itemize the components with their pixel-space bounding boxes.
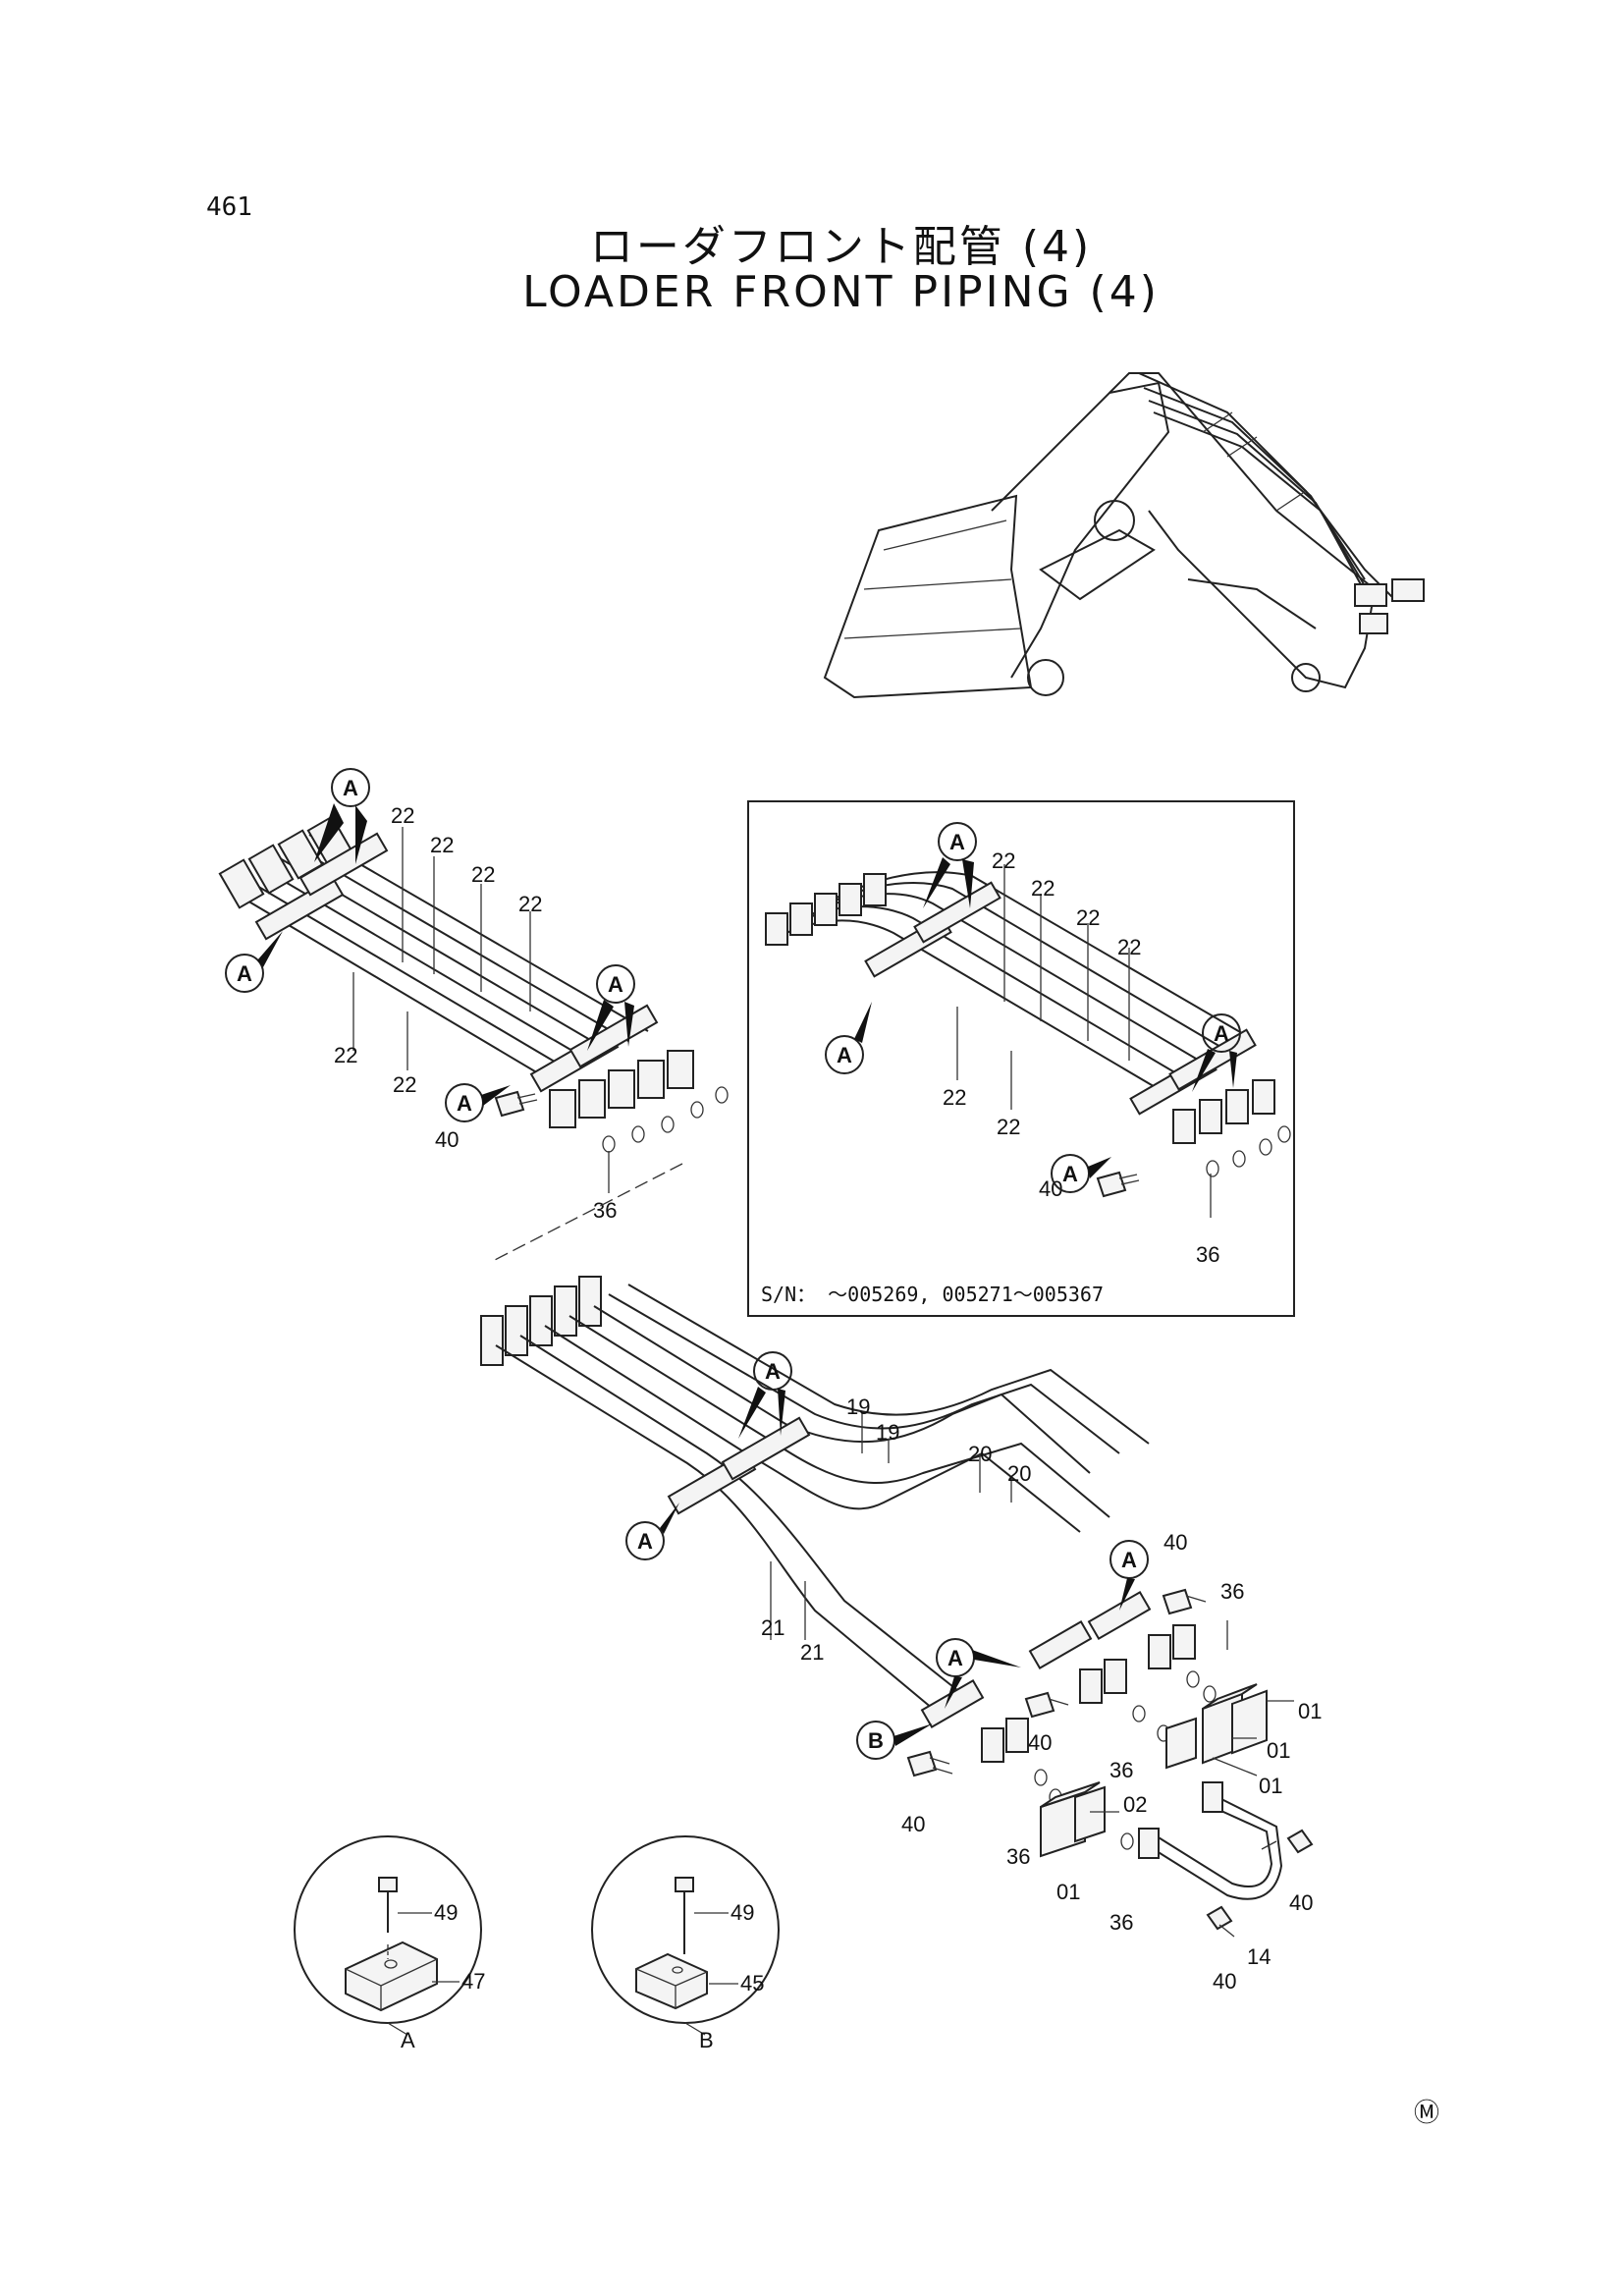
callout-a: A [237,961,252,986]
page-number: 461 [206,192,252,222]
left-pipe-labels: 22 22 22 22 22 22 40 36 [334,803,617,1223]
callout-a: A [1121,1548,1137,1572]
inset-pipe-assembly [765,864,1291,1218]
detail-b: 49 45 B [591,1835,780,2052]
label-22: 22 [391,803,414,828]
label-22: 22 [518,892,542,916]
lower-labels: 19 19 20 20 21 21 40 36 40 36 01 01 01 0… [761,1394,1322,1994]
title-english: LOADER FRONT PIPING (4) [522,267,1160,317]
callout-a: A [608,972,623,997]
label-01: 01 [1267,1738,1290,1763]
label-36: 36 [1220,1579,1244,1604]
label-36: 36 [593,1198,617,1223]
label-22: 22 [430,833,454,857]
detail-a-label: A [401,2028,415,2052]
callout-a: A [949,830,965,854]
callouts-left: A A A A [225,768,635,1122]
label-22: 22 [992,848,1015,873]
corner-mark: Ⓜ [1414,2099,1439,2128]
loader-overview-illustration [823,372,1425,699]
label-14: 14 [1247,1944,1271,1969]
label-36: 36 [1196,1242,1219,1267]
label-01: 01 [1259,1774,1282,1798]
label-22: 22 [1031,876,1055,901]
label-40: 40 [1163,1530,1187,1555]
label-22: 22 [943,1085,966,1110]
label-20: 20 [968,1442,992,1466]
serial-variant-inset [747,800,1295,1317]
callouts-lower: A A A A B [625,1351,1149,1760]
detail-a: 49 47 A [294,1835,485,2052]
callout-a: A [637,1529,653,1554]
label-02: 02 [1123,1792,1147,1817]
label-47: 47 [461,1969,485,1994]
title-japanese: ローダフロント配管 (4) [589,222,1093,272]
callout-a: A [343,776,358,800]
label-20: 20 [1007,1461,1031,1486]
callout-a: A [1062,1162,1078,1186]
label-22: 22 [997,1115,1020,1139]
label-01: 01 [1298,1699,1322,1723]
label-49: 49 [434,1900,458,1925]
label-36: 36 [1109,1910,1133,1935]
label-40: 40 [1289,1890,1313,1915]
callout-a: A [837,1043,852,1067]
label-21: 21 [800,1640,824,1665]
label-22: 22 [471,862,495,887]
label-19: 19 [876,1420,899,1445]
label-22: 22 [1117,935,1141,959]
label-22: 22 [393,1072,416,1097]
serial-number-note: S/N： ～005269, 005271～005367 [761,1283,1104,1306]
label-40: 40 [901,1812,925,1836]
label-45: 45 [740,1971,764,1995]
lower-pipe-assembly [480,1276,1314,1938]
label-49: 49 [730,1900,754,1925]
left-pipe-assembly [218,815,729,1153]
inset-labels: 22 22 22 22 22 22 40 36 A A A A [825,822,1241,1267]
callout-a: A [1214,1021,1229,1046]
label-19: 19 [846,1394,870,1419]
callout-a: A [947,1646,963,1670]
label-21: 21 [761,1615,784,1640]
label-40: 40 [1028,1730,1052,1755]
callout-a: A [457,1091,472,1116]
label-22: 22 [1076,905,1100,930]
label-01: 01 [1056,1880,1080,1904]
label-40: 40 [1213,1969,1236,1994]
callout-b: B [868,1728,884,1753]
detail-b-label: B [699,2028,714,2052]
connector-line [490,1163,683,1263]
label-22: 22 [334,1043,357,1067]
label-36: 36 [1006,1844,1030,1869]
callout-a: A [765,1359,781,1384]
label-40: 40 [435,1127,459,1152]
label-36: 36 [1109,1758,1133,1782]
